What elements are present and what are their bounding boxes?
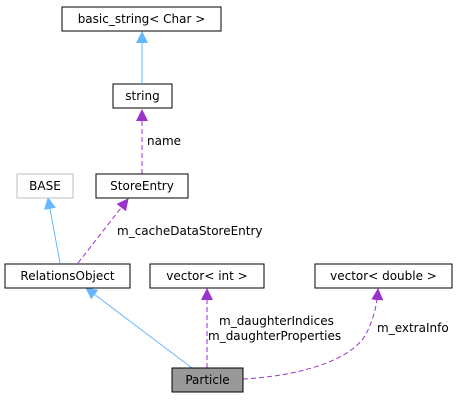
node-label-relations-object: RelationsObject <box>20 269 114 283</box>
node-label-basic-string: basic_string< Char > <box>78 12 206 26</box>
edge-labels: name m_cacheDataStoreEntry m_daughterInd… <box>117 134 449 343</box>
node-relations-object[interactable]: RelationsObject <box>4 263 131 289</box>
edges <box>44 31 384 380</box>
edge-relations-object-to-store-entry <box>77 198 129 264</box>
node-string[interactable]: string <box>112 83 173 109</box>
edge-relations-object-to-base <box>44 197 61 264</box>
node-vector-double[interactable]: vector< double > <box>314 263 453 289</box>
node-label-base: BASE <box>29 179 61 193</box>
node-basic-string[interactable]: basic_string< Char > <box>61 6 222 32</box>
node-label-vector-double: vector< double > <box>330 269 437 283</box>
node-label-store-entry: StoreEntry <box>110 179 174 193</box>
node-label-vector-int: vector< int > <box>166 269 247 283</box>
edge-label-name: name <box>147 134 181 148</box>
node-label-string: string <box>125 89 159 103</box>
edge-particle-to-vector-double <box>242 288 384 380</box>
edge-label-daughter-indices: m_daughterIndices <box>219 314 334 328</box>
edge-label-extra-info: m_extraInfo <box>377 321 449 335</box>
node-store-entry[interactable]: StoreEntry <box>95 173 189 199</box>
node-label-particle: Particle <box>185 373 229 387</box>
edge-label-cache-data-store-entry: m_cacheDataStoreEntry <box>117 224 263 238</box>
node-vector-int[interactable]: vector< int > <box>149 263 265 289</box>
edge-particle-to-relations-object <box>85 287 193 369</box>
edge-label-daughter-properties: m_daughterProperties <box>208 329 341 343</box>
node-particle[interactable]: Particle <box>171 367 244 393</box>
node-base[interactable]: BASE <box>16 173 74 199</box>
